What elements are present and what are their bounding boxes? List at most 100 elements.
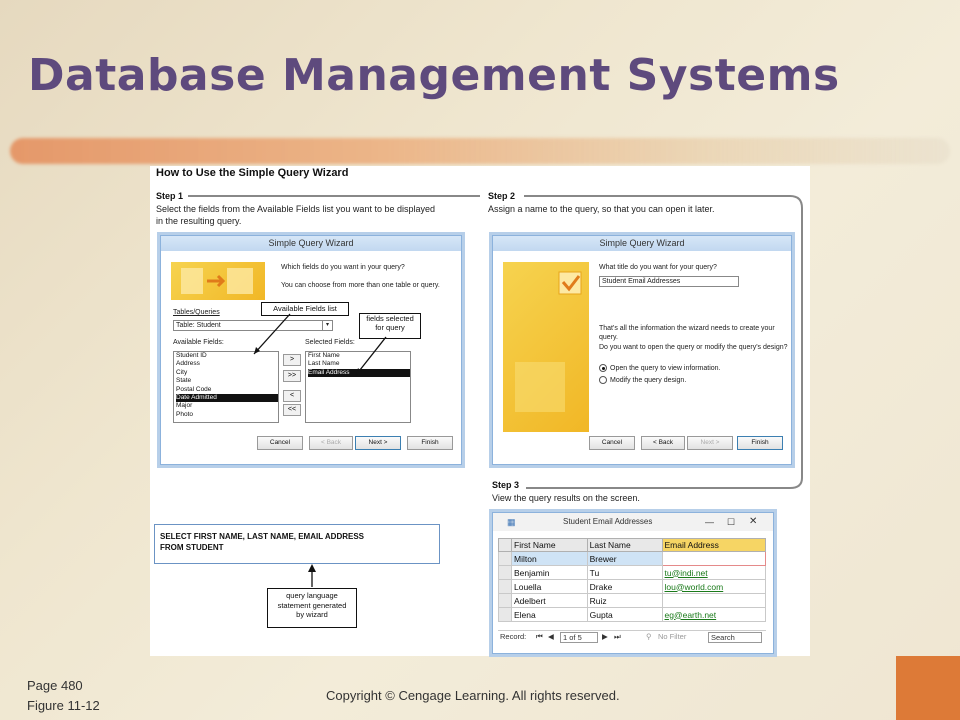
table-cell[interactable]: Tu xyxy=(586,565,663,580)
table-cell[interactable]: Louella xyxy=(511,579,588,594)
no-filter-button[interactable]: No Filter xyxy=(658,632,687,641)
table-cell[interactable] xyxy=(661,593,767,608)
remove-field-button[interactable]: < xyxy=(283,390,301,402)
sql-arrow xyxy=(308,564,316,587)
list-item[interactable]: First Name xyxy=(308,352,340,359)
radio-selected-icon[interactable] xyxy=(599,364,607,372)
next-record-icon[interactable]: ▶ xyxy=(602,632,608,641)
list-item[interactable]: City xyxy=(176,368,188,376)
selected-fields-label: Selected Fields: xyxy=(305,339,355,346)
add-all-fields-button[interactable]: >> xyxy=(283,370,301,382)
chevron-down-icon[interactable]: ▾ xyxy=(322,321,332,330)
step3-text: View the query results on the screen. xyxy=(492,493,640,503)
minimize-icon[interactable]: — xyxy=(705,517,714,527)
back-button[interactable]: < Back xyxy=(641,436,685,450)
table-cell[interactable]: Elena xyxy=(511,607,588,622)
filter-icon[interactable]: ⚲ xyxy=(646,632,652,641)
table-row[interactable]: Elena Gupta eg@earth.net xyxy=(498,607,767,622)
add-field-button[interactable]: > xyxy=(283,354,301,366)
tables-dropdown[interactable]: Table: Student ▾ xyxy=(173,320,333,331)
results-window-title: Student Email Addresses xyxy=(563,517,653,526)
column-header-email-address[interactable]: Email Address xyxy=(661,538,767,552)
email-link[interactable]: lou@world.com xyxy=(664,581,724,592)
list-item[interactable]: State xyxy=(176,377,192,385)
step-connector-lines xyxy=(188,195,803,489)
open-query-option[interactable]: Open the query to view information. xyxy=(599,364,721,372)
decorative-brush-stroke xyxy=(10,138,950,164)
step1-text: Select the fields from the Available Fie… xyxy=(156,204,435,226)
finish-button[interactable]: Finish xyxy=(407,436,453,450)
maximize-icon[interactable]: ☐ xyxy=(727,517,736,527)
available-fields-list[interactable]: Student ID Address City State Postal Cod… xyxy=(173,351,279,423)
callout-available-fields: Available Fields list xyxy=(261,302,349,316)
wizard-prompt-hint: You can choose from more than one table … xyxy=(281,282,440,289)
callout-selected-fields: fields selected for query xyxy=(359,313,421,339)
table-cell[interactable]: Brewer xyxy=(586,551,663,566)
table-cell[interactable]: Benjamin xyxy=(511,565,588,580)
search-input[interactable]: Search xyxy=(708,632,762,643)
modify-design-option[interactable]: Modify the query design. xyxy=(599,376,686,384)
wizard-table-illustration xyxy=(171,262,265,300)
list-item[interactable]: Postal Code xyxy=(176,385,212,393)
step2-label: Step 2 xyxy=(488,191,516,201)
cancel-button[interactable]: Cancel xyxy=(589,436,635,450)
query-icon: ▦ xyxy=(507,517,516,527)
query-name-input[interactable]: Student Email Addresses xyxy=(599,276,739,287)
step1-label: Step 1 xyxy=(156,191,184,201)
email-link[interactable]: eg@earth.net xyxy=(664,609,717,620)
table-cell[interactable]: Drake xyxy=(586,579,663,594)
copyright-notice: Copyright © Cengage Learning. All rights… xyxy=(326,688,620,703)
list-item[interactable]: Student ID xyxy=(176,352,207,359)
list-item[interactable]: Photo xyxy=(176,410,193,418)
finish-button[interactable]: Finish xyxy=(737,436,783,450)
list-item-selected[interactable]: Date Admitted xyxy=(176,394,278,403)
first-record-icon[interactable]: ⏮ xyxy=(536,632,543,641)
callout-arrows xyxy=(253,313,387,376)
email-link[interactable]: tu@indi.net xyxy=(664,567,708,578)
sql-statement-box: SELECT FIRST NAME, LAST NAME, EMAIL ADDR… xyxy=(154,524,440,564)
page-number: Page 480 xyxy=(27,678,83,693)
table-row[interactable]: Louella Drake lou@world.com xyxy=(498,579,767,594)
last-record-icon[interactable]: ⏭ xyxy=(614,632,621,641)
step2-text: Assign a name to the query, so that you … xyxy=(488,204,715,214)
close-icon[interactable]: ✕ xyxy=(749,516,758,527)
next-button[interactable]: Next > xyxy=(355,436,401,450)
column-header-first-name[interactable]: First Name xyxy=(511,538,588,552)
table-cell[interactable]: Milton xyxy=(511,551,588,566)
table-row[interactable]: Milton Brewer xyxy=(498,551,767,566)
available-fields-label: Available Fields: xyxy=(173,339,224,346)
table-cell[interactable]: Gupta xyxy=(586,607,663,622)
table-row[interactable]: Benjamin Tu tu@indi.net xyxy=(498,565,767,580)
query-title-prompt: What title do you want for your query? xyxy=(599,264,717,271)
current-record-field[interactable]: 1 of 5 xyxy=(560,632,598,643)
decorative-corner-block xyxy=(896,656,960,720)
tables-label: Tables/Queries xyxy=(173,309,220,316)
wizard-side-illustration xyxy=(503,262,589,432)
table-cell[interactable]: Ruiz xyxy=(586,593,663,608)
remove-all-fields-button[interactable]: << xyxy=(283,404,301,416)
results-title-bar: ▦ Student Email Addresses — ☐ ✕ xyxy=(493,513,773,531)
figure-reference: Figure 11-12 xyxy=(27,698,100,713)
previous-record-icon[interactable]: ◀ xyxy=(548,632,554,641)
table-row[interactable]: Adelbert Ruiz xyxy=(498,593,767,608)
wizard-title: Simple Query Wizard xyxy=(493,236,791,251)
next-button[interactable]: Next > xyxy=(687,436,733,450)
radio-icon[interactable] xyxy=(599,376,607,384)
column-header-last-name[interactable]: Last Name xyxy=(586,538,663,552)
list-item[interactable]: Last Name xyxy=(308,360,340,368)
slide-title: Database Management Systems xyxy=(28,50,840,101)
record-navigation-bar: Record: ⏮ ◀ 1 of 5 ▶ ⏭ ⚲ No Filter Searc… xyxy=(498,630,766,643)
cancel-button[interactable]: Cancel xyxy=(257,436,303,450)
table-cell[interactable]: lou@world.com xyxy=(661,579,767,594)
table-cell[interactable]: eg@earth.net xyxy=(661,607,767,622)
table-cell[interactable]: tu@indi.net xyxy=(661,565,767,580)
figure-heading: How to Use the Simple Query Wizard xyxy=(156,167,349,179)
list-item[interactable]: Major xyxy=(176,402,193,410)
table-cell[interactable]: Adelbert xyxy=(511,593,588,608)
table-cell[interactable] xyxy=(661,551,767,566)
back-button[interactable]: < Back xyxy=(309,436,353,450)
record-label: Record: xyxy=(500,632,527,641)
wizard-title: Simple Query Wizard xyxy=(161,236,461,251)
list-item[interactable]: Address xyxy=(176,360,200,368)
open-or-modify-question: Do you want to open the query or modify … xyxy=(599,344,788,351)
